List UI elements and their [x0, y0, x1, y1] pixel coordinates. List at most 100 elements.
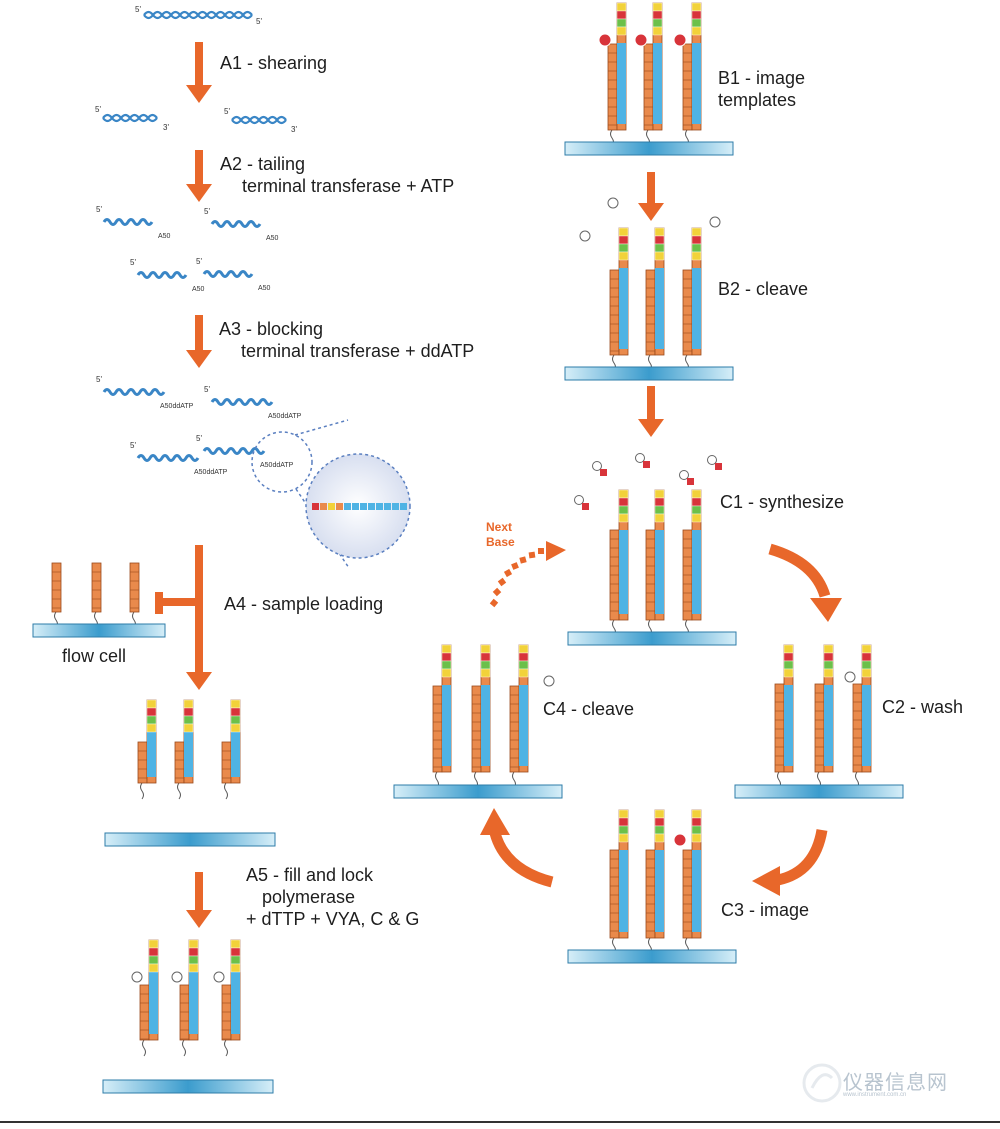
single-strand-blocked: [102, 388, 166, 396]
arrow-a5: [186, 872, 212, 928]
label-a3-sub: terminal transferase + ddATP: [241, 341, 475, 361]
cleaved-strand: [471, 644, 491, 789]
five-prime-label: 5': [196, 434, 202, 443]
arrow-a2: [186, 150, 212, 202]
label-a2-title: A2 - tailing: [220, 154, 306, 174]
free-nucleotide-base: [687, 478, 694, 485]
single-strand-tailed: [210, 220, 262, 228]
five-prime-label: 5': [96, 205, 102, 214]
a50-label: A50: [258, 285, 271, 292]
a50ddatp-label: A50ddATP: [160, 403, 194, 410]
helix-full: [143, 10, 253, 20]
arrow-c3-to-c4: [480, 808, 554, 888]
flow-cells: [32, 141, 904, 1094]
a50ddatp-label: A50ddATP: [194, 469, 228, 476]
flow-cell-a4: [32, 623, 166, 638]
label-b2: B2 - cleave: [718, 279, 809, 299]
label-a5-sub1: polymerase: [262, 887, 356, 907]
hybridized-strand: [174, 699, 194, 800]
label-a3: A3 - blocking terminal transferase + ddA…: [219, 318, 474, 362]
magnifier-inset: [251, 419, 411, 569]
free-nucleotide-base: [715, 463, 722, 470]
washed-strand: [774, 644, 794, 789]
label-next-base-line2: Base: [486, 535, 515, 549]
hybridized-strand: [221, 699, 241, 800]
watermark-logo-icon: [802, 1063, 842, 1103]
flow-cell-b1: [564, 141, 734, 156]
five-prime-label: 5': [256, 17, 262, 26]
label-next-base: Next Base: [486, 520, 515, 550]
single-strand-blocked: [202, 447, 266, 455]
arrow-a4: [186, 545, 212, 690]
label-a4: A4 - sample loading: [224, 594, 384, 614]
a50ddatp-label: A50ddATP: [260, 462, 294, 469]
five-prime-label: 5': [204, 385, 210, 394]
synth-strand: [609, 489, 629, 637]
watermark-text: 仪器信息网: [843, 1072, 948, 1094]
single-strand-tailed: [102, 218, 154, 226]
cleaved-strand: [432, 644, 452, 789]
label-flow-cell: flow cell: [62, 646, 127, 666]
primer-strand: [91, 562, 102, 629]
five-prime-label: 5': [224, 107, 230, 116]
free-nucleotide-icon: [574, 495, 584, 505]
arrow-a1: [186, 42, 212, 103]
dna-fragments: [51, 2, 872, 1057]
free-nucleotide-icon: [707, 455, 717, 465]
single-strand-blocked: [210, 398, 274, 406]
five-prime-label: 5': [96, 375, 102, 384]
cleaved-strand: [609, 227, 629, 372]
washed-strand: [814, 644, 834, 789]
cleaved-fluor-icon: [607, 197, 619, 209]
imaged-strand: [673, 809, 702, 955]
five-prime-label: 5': [95, 105, 101, 114]
cleaved-fluor-icon: [543, 675, 555, 687]
watermark-subtext: www.instrument.com.cn: [843, 1092, 907, 1098]
imaged-strand: [673, 2, 702, 147]
flow-cell-a5: [102, 1079, 274, 1094]
imaged-strand: [598, 2, 627, 147]
arrow-b1: [638, 172, 664, 221]
flow-cell-c2: [734, 784, 904, 799]
flow-cell-c4: [393, 784, 563, 799]
label-next-base-line1: Next: [486, 520, 513, 534]
cleaved-strand: [509, 644, 529, 789]
single-strand-blocked: [136, 454, 200, 462]
a50-label: A50: [192, 286, 205, 293]
flow-cell-a4-result: [104, 832, 276, 847]
arrow-b2: [638, 386, 664, 437]
cleaved-fluor-icon: [579, 230, 591, 242]
flow-cell-c3: [567, 949, 737, 964]
a50ddatp-label: A50ddATP: [268, 413, 302, 420]
three-prime-label: 3': [291, 125, 297, 134]
free-nucleotide-icon: [679, 470, 689, 480]
label-b1-title: B1 - image: [718, 68, 806, 88]
cleaved-fluor-icon: [709, 216, 721, 228]
label-a1: A1 - shearing: [220, 53, 328, 73]
locked-strand: [131, 939, 159, 1057]
arrow-c2-to-c3: [752, 828, 828, 896]
label-a2: A2 - tailing terminal transferase + ATP: [220, 153, 454, 197]
five-prime-label: 5': [130, 258, 136, 267]
flow-cell-c1: [567, 631, 737, 646]
primer-strand: [51, 562, 62, 629]
label-a5: A5 - fill and lock polymerase + dTTP + V…: [246, 864, 419, 930]
free-nucleotide-base: [582, 503, 589, 510]
single-strand-tailed: [136, 271, 188, 279]
flow-cell-b2: [564, 366, 734, 381]
bottom-rule: [0, 1121, 1000, 1123]
arrow-c1-to-c2: [768, 543, 842, 622]
label-c1: C1 - synthesize: [720, 492, 845, 512]
imaged-strand: [609, 809, 629, 955]
five-prime-label: 5': [130, 441, 136, 450]
a50-label: A50: [158, 233, 171, 240]
imaged-strand: [645, 809, 665, 955]
hybridized-strand: [137, 699, 157, 800]
synth-strand: [645, 489, 665, 637]
a50-label: A50: [266, 235, 279, 242]
process-arrows: [155, 42, 842, 928]
helix-frag-1: [102, 113, 158, 123]
imaged-strand: [634, 2, 663, 147]
locked-strand: [171, 939, 199, 1057]
